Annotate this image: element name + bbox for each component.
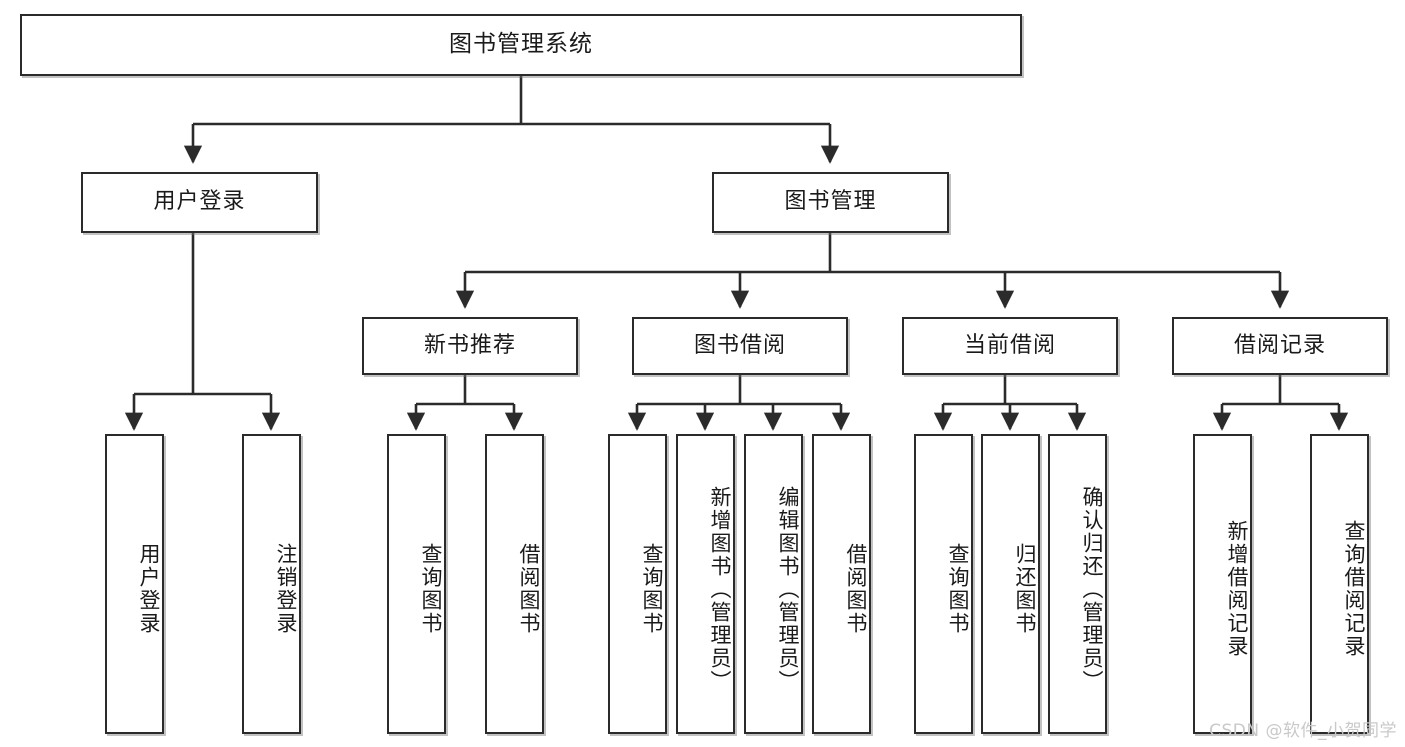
leaf-query-book-new[interactable]: 查询图书 <box>387 434 446 734</box>
leaf-return-book[interactable]: 归还图书 <box>981 434 1040 734</box>
node-label: 用户登录 <box>153 189 246 215</box>
node-current-borrow[interactable]: 当前借阅 <box>902 317 1118 375</box>
node-label: 图书借阅 <box>693 332 786 358</box>
node-new-book-recommend[interactable]: 新书推荐 <box>362 317 578 375</box>
node-label: 图书管理系统 <box>449 31 593 58</box>
node-label: 借阅记录 <box>1233 332 1326 358</box>
leaf-confirm-return-admin[interactable]: 确认归还（管理员） <box>1048 434 1107 734</box>
node-book-management[interactable]: 图书管理 <box>712 172 949 233</box>
node-user-login[interactable]: 用户登录 <box>81 172 318 233</box>
leaf-logout[interactable]: 注销登录 <box>242 434 301 734</box>
leaf-add-book-admin[interactable]: 新增图书（管理员） <box>676 434 735 734</box>
node-label: 图书管理 <box>784 189 877 215</box>
node-label: 编辑图书（管理员） <box>776 485 800 693</box>
node-label: 新增图书（管理员） <box>708 485 732 693</box>
node-label: 查询图书 <box>419 543 443 635</box>
node-label: 借阅图书 <box>844 543 868 635</box>
leaf-add-borrow-record[interactable]: 新增借阅记录 <box>1193 434 1252 734</box>
node-label: 查询图书 <box>640 543 664 635</box>
leaf-borrow-book-new[interactable]: 借阅图书 <box>485 434 544 734</box>
node-root-book-management-system[interactable]: 图书管理系统 <box>20 14 1022 76</box>
leaf-query-book-current[interactable]: 查询图书 <box>914 434 973 734</box>
node-label: 借阅图书 <box>517 543 541 635</box>
node-label: 用户登录 <box>137 543 161 635</box>
node-label: 新书推荐 <box>423 332 516 358</box>
node-label: 查询图书 <box>946 543 970 635</box>
node-label: 当前借阅 <box>963 332 1056 358</box>
node-label: 归还图书 <box>1013 543 1037 635</box>
node-borrow-record[interactable]: 借阅记录 <box>1172 317 1388 375</box>
leaf-user-login[interactable]: 用户登录 <box>105 434 164 734</box>
node-label: 确认归还（管理员） <box>1080 485 1104 693</box>
leaf-query-borrow-record[interactable]: 查询借阅记录 <box>1310 434 1369 734</box>
leaf-query-book-borrow[interactable]: 查询图书 <box>608 434 667 734</box>
leaf-borrow-book[interactable]: 借阅图书 <box>812 434 871 734</box>
node-label: 查询借阅记录 <box>1342 520 1366 658</box>
node-label: 注销登录 <box>274 543 298 635</box>
csdn-watermark: CSDN @软件_小贺同学 <box>1209 721 1397 741</box>
node-label: 新增借阅记录 <box>1225 520 1249 658</box>
node-book-borrow[interactable]: 图书借阅 <box>632 317 848 375</box>
leaf-edit-book-admin[interactable]: 编辑图书（管理员） <box>744 434 803 734</box>
